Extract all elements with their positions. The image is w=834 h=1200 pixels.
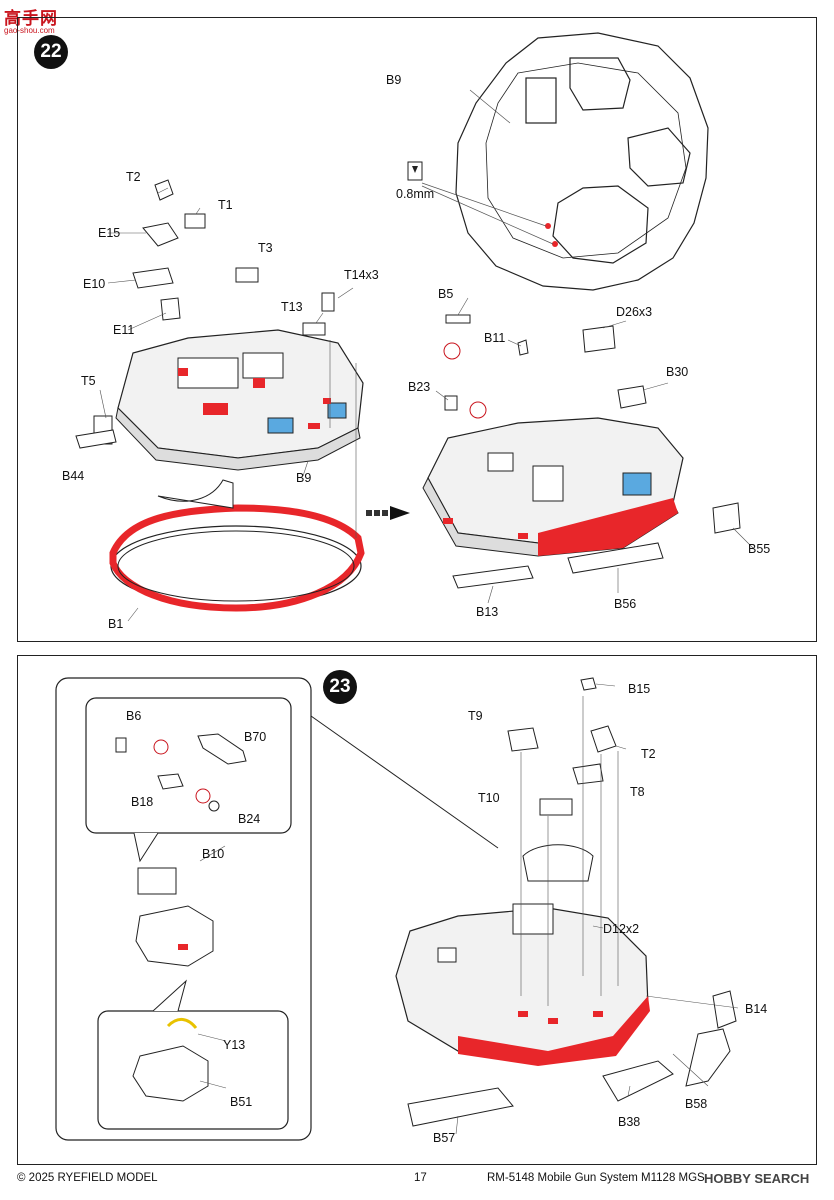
label-t8: T8 <box>630 785 645 799</box>
label-b5: B5 <box>438 287 453 301</box>
footer-page-number: 17 <box>414 1172 427 1184</box>
label-b10: B10 <box>202 847 224 861</box>
turret-left-assembly <box>115 329 364 471</box>
label-b56: B56 <box>614 597 636 611</box>
label-b51: B51 <box>230 1095 252 1109</box>
label-t2-23: T2 <box>641 747 656 761</box>
b9-plate-outline <box>455 32 709 291</box>
label-b1: B1 <box>108 617 123 631</box>
label-b38: B38 <box>618 1115 640 1129</box>
label-b13: B13 <box>476 605 498 619</box>
label-b18: B18 <box>131 795 153 809</box>
label-b14: B14 <box>745 1002 767 1016</box>
label-t1: T1 <box>218 198 233 212</box>
label-t5: T5 <box>81 374 96 388</box>
step22-right-parts <box>443 314 741 589</box>
step-22-panel: 22 <box>17 17 817 642</box>
step-22-badge: 22 <box>34 35 68 69</box>
footer-copyright: © 2025 RYEFIELD MODEL <box>17 1172 158 1184</box>
label-e10: E10 <box>83 277 105 291</box>
label-b6: B6 <box>126 709 141 723</box>
turret-23-assembly <box>395 844 650 1066</box>
turret-right-assembly <box>422 417 684 557</box>
step-23-diagram: B15 T9 T2 T8 T10 D12x2 B14 B58 B38 B57 B… <box>55 677 767 1145</box>
label-b11: B11 <box>484 331 505 345</box>
step-23-badge: 23 <box>323 670 357 704</box>
label-b70: B70 <box>244 730 266 744</box>
logo-site: gao-shou.com <box>4 26 55 35</box>
label-t9: T9 <box>468 709 483 723</box>
label-b44: B44 <box>62 469 84 483</box>
step23-leader-lines <box>197 683 739 1135</box>
label-y13: Y13 <box>223 1038 245 1052</box>
label-e15: E15 <box>98 226 120 240</box>
detail-parts <box>115 733 247 1102</box>
label-b24: B24 <box>238 812 260 826</box>
label-b55: B55 <box>748 542 770 556</box>
footer-watermark: HOBBY SEARCH <box>704 1171 810 1186</box>
label-d26: D26x3 <box>616 305 652 319</box>
label-e11: E11 <box>113 323 134 337</box>
footer-title: RM-5148 Mobile Gun System M1128 MGS Stry… <box>487 1172 707 1184</box>
b1-ring <box>109 479 365 612</box>
label-d12: D12x2 <box>603 922 639 936</box>
label-b9-top: B9 <box>386 73 401 87</box>
label-thickness: 0.8mm <box>396 187 434 201</box>
label-b57: B57 <box>433 1131 455 1145</box>
label-b58: B58 <box>685 1097 707 1111</box>
step22-parts <box>75 179 335 449</box>
label-t14: T14x3 <box>344 268 379 282</box>
step-23-panel: 23 <box>17 655 817 1165</box>
step22-leader-lines <box>99 187 754 622</box>
step-22-diagram: B9 0.8mm T2 T1 E15 T3 T14x3 E10 T13 E11 … <box>62 32 770 631</box>
label-b9-bottom: B9 <box>296 471 311 485</box>
label-t13: T13 <box>281 300 303 314</box>
label-t3: T3 <box>258 241 273 255</box>
label-t2: T2 <box>126 170 141 184</box>
label-b15: B15 <box>628 682 650 696</box>
step23-parts <box>407 677 737 1127</box>
label-b23: B23 <box>408 380 430 394</box>
label-b30: B30 <box>666 365 688 379</box>
label-t10: T10 <box>478 791 500 805</box>
assembly-arrow <box>366 506 410 520</box>
